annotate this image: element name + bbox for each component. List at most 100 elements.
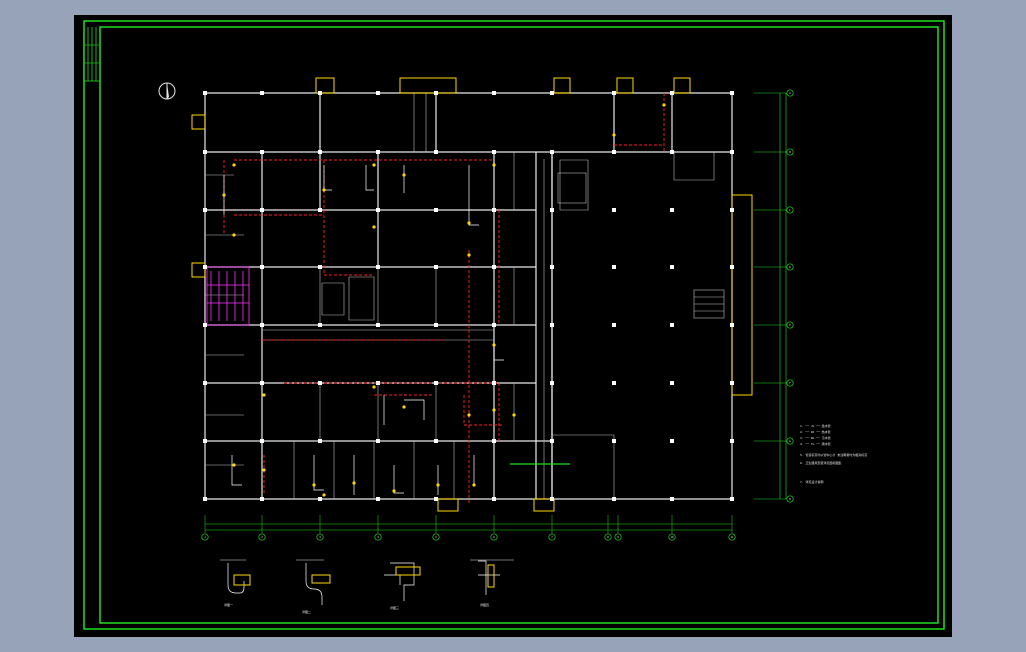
axis-label: D (789, 265, 791, 269)
column-marker (670, 91, 674, 95)
axis-bubble (728, 533, 736, 541)
fixture-node (262, 393, 266, 397)
axis-label: C (789, 208, 791, 212)
axis-label: 2 (261, 535, 263, 539)
column-marker (376, 323, 380, 327)
axis-bubble (432, 533, 440, 541)
column-marker (318, 323, 322, 327)
legend-line: 6. 卫生器具安装详见国标图集 (800, 460, 841, 465)
building-walls (204, 92, 733, 500)
column-marker (670, 323, 674, 327)
column-marker (670, 265, 674, 269)
axis-bubble (614, 533, 622, 541)
column-marker (550, 208, 554, 212)
column-marker (260, 91, 264, 95)
axis-label: E (789, 323, 791, 327)
column-marker (434, 265, 438, 269)
column-marker (376, 265, 380, 269)
column-marker (434, 208, 438, 212)
dimension-lines (205, 93, 787, 531)
fixture-node (492, 163, 496, 167)
axis-bubble (786, 148, 794, 156)
column-marker (376, 497, 380, 501)
column-marker (203, 439, 207, 443)
column-marker (612, 497, 616, 501)
fixture-node (467, 253, 471, 257)
fixture-node (232, 233, 236, 237)
column-marker (376, 439, 380, 443)
column-marker (260, 323, 264, 327)
fixture-node (322, 188, 326, 192)
fixture-node (436, 483, 440, 487)
binding-strip (84, 27, 100, 82)
detail-label: 详图二 (302, 609, 311, 614)
axis-label: 6 (493, 535, 495, 539)
column-marker (492, 91, 496, 95)
detail-drawing-4: 详图四 (470, 559, 514, 607)
detail-drawing-2: 详图二 (296, 559, 331, 614)
axis-bubble (316, 533, 324, 541)
column-marker (730, 497, 734, 501)
column-marker (550, 439, 554, 443)
axis-label: F (789, 381, 791, 385)
axis-label: 1 (204, 535, 206, 539)
column-marker (434, 497, 438, 501)
column-marker (434, 323, 438, 327)
column-marker (730, 91, 734, 95)
column-marker (550, 381, 554, 385)
fixture-node (612, 133, 616, 137)
entrances (191, 77, 753, 512)
fixture-node (492, 408, 496, 412)
column-marker (260, 439, 264, 443)
column-marker (260, 208, 264, 212)
fixture-node (392, 489, 396, 493)
fixture-node (472, 483, 476, 487)
detail-label: 详图四 (480, 602, 489, 607)
column-marker (492, 323, 496, 327)
column-marker (376, 91, 380, 95)
fixture-node (512, 413, 516, 417)
axis-label: B (789, 150, 791, 154)
highlighted-toilet-room (206, 266, 250, 326)
column-marker (612, 381, 616, 385)
fixture-node (402, 173, 406, 177)
column-marker (612, 265, 616, 269)
axis-label: 4 (377, 535, 379, 539)
column-marker (730, 208, 734, 212)
axis-bubble (668, 533, 676, 541)
column-marker (670, 381, 674, 385)
fixture-node (662, 103, 666, 107)
column-marker (612, 208, 616, 212)
column-marker (203, 323, 207, 327)
column-marker (492, 497, 496, 501)
fixture-node (232, 163, 236, 167)
column-marker (670, 208, 674, 212)
detail-label: 详图三 (390, 605, 399, 610)
fixture-node (232, 463, 236, 467)
fixture-node (222, 193, 226, 197)
column-marker (612, 91, 616, 95)
detail-drawing-3: 详图三 (384, 562, 421, 610)
legend-line: 1. ── JL ── 给水管 (800, 423, 831, 428)
column-marker (318, 381, 322, 385)
axis-label: 7 (551, 535, 553, 539)
column-marker (434, 150, 438, 154)
axis-bubble (786, 263, 794, 271)
detail-drawing-1: 详图一 (220, 559, 251, 607)
column-marker (376, 150, 380, 154)
fixture-pipes (223, 165, 504, 495)
column-marker (612, 150, 616, 154)
structural-columns (203, 91, 734, 501)
axis-label: 5 (435, 535, 437, 539)
column-marker (318, 265, 322, 269)
axis-bubble (490, 533, 498, 541)
column-marker (434, 381, 438, 385)
column-marker (376, 381, 380, 385)
outer-frame (83, 20, 945, 630)
fixture-node (262, 468, 266, 472)
column-marker (203, 150, 207, 154)
fixture-node (492, 343, 496, 347)
fixture-node (372, 385, 376, 389)
